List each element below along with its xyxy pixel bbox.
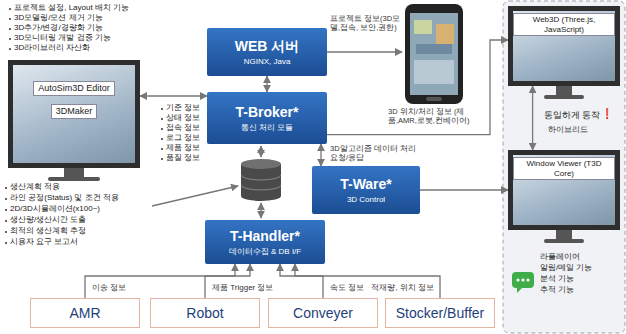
connector-label: 제품 Trigger 정보	[210, 283, 276, 293]
bullet-dot	[5, 231, 7, 233]
bullet-dot	[5, 187, 7, 189]
bullet-item: 최적의 생산계획 추정	[10, 226, 86, 236]
device-box: Robot	[150, 298, 260, 328]
device-box: AMR	[30, 298, 140, 328]
bullet-item: 시용자 요구 보고서	[10, 237, 78, 247]
note-text: 추적 기능	[540, 285, 574, 295]
note-text: 분석 기능	[540, 274, 574, 284]
connector-label: 3D알고리즘 데이터 처리 요청/응답	[328, 144, 424, 162]
node-subtitle: 3DMaker	[51, 104, 98, 119]
bullet-dot	[161, 148, 163, 150]
node-subtitle: 데이터수집 & DB I/F	[229, 247, 301, 257]
bullet-dot	[9, 28, 11, 30]
client-region	[503, 1, 625, 333]
editor-monitor: AutoSim3D Editor 3DMaker	[8, 60, 140, 168]
viewer-monitor: Window Viewer (T3D Core)	[508, 150, 620, 230]
bullet-dot	[161, 128, 163, 130]
note-text: 하이브리드	[548, 125, 588, 134]
bullet-dot	[5, 198, 7, 200]
node-subtitle: 통신 처리 모듈	[241, 123, 293, 133]
web3d-monitor-stand	[544, 86, 584, 99]
bullet-item: 라인 공정(Status) 및 조건 적용	[10, 193, 119, 203]
viewer-monitor-stand	[544, 230, 584, 243]
bullet-dot	[161, 158, 163, 160]
node-subtitle: 3D Control	[347, 195, 385, 205]
connector-label: 적재량, 위치 정보	[369, 283, 436, 293]
node-title: Web3D (Three.js, JavaScript)	[513, 13, 615, 36]
node-title: Stocker/Buffer	[396, 305, 484, 321]
device-box: Stocker/Buffer	[385, 298, 495, 328]
note-text: 라플레이어	[540, 252, 580, 262]
note-text: 3D 위치/처리 정보 (제품,AMR,로봇,컨베이어)	[388, 107, 486, 125]
note-text: 프로젝트 정보(3D모델,접속, 보안,권한)	[330, 14, 402, 32]
node-title: Robot	[186, 305, 223, 321]
node-title: WEB 서버	[235, 38, 300, 55]
database-cylinder	[241, 159, 281, 201]
connector	[280, 264, 323, 298]
bullet-dot	[5, 220, 7, 222]
bullet-dot	[161, 138, 163, 140]
node-subtitle: NGINX, Java	[244, 57, 291, 67]
connector	[140, 95, 207, 96]
bullet-item: 3D라이브러리 자산화	[14, 43, 90, 53]
module-box: T-Ware* 3D Control	[312, 166, 420, 214]
bullet-item: 제품 정보	[166, 143, 200, 153]
bullet-dot	[161, 118, 163, 120]
connector	[532, 86, 533, 150]
bullet-item: 품질 정보	[166, 153, 200, 163]
bullet-item: 3D모니터링 개발 검증 기능	[14, 33, 111, 43]
bullet-item: 3D추가/변경/경량화 기능	[14, 23, 103, 33]
connector	[295, 264, 440, 298]
bullet-item: 생산계획 적용	[10, 182, 60, 192]
bullet-dot	[5, 209, 7, 211]
bullet-item: 상태 정보	[166, 113, 200, 123]
connector-label: 속도 정보	[328, 283, 366, 293]
connector-label: 이송 정보	[90, 283, 128, 293]
editor-monitor-stand	[48, 168, 100, 181]
chat-icon	[512, 272, 534, 293]
connector	[320, 144, 321, 166]
smartphone	[405, 4, 463, 104]
bullet-item: 접속 정보	[166, 123, 200, 133]
bullet-item: 프로젝트 설정, Layout 배치 기능	[14, 3, 129, 13]
node-title: T-Broker*	[235, 104, 298, 121]
bullet-dot	[9, 48, 11, 50]
note-text: 알림/메일 기능	[540, 263, 592, 273]
bullet-item: 생산량/생산시간 도출	[10, 215, 86, 225]
node-title: Conveyer	[293, 305, 353, 321]
bullet-item: 2D/3D시뮬레이션(x100~)	[10, 204, 100, 214]
note-text: 동일하게 동작	[544, 110, 600, 120]
connector	[205, 264, 250, 298]
bullet-dot	[9, 18, 11, 20]
bullet-item: 기준 정보	[166, 103, 200, 113]
connector	[85, 264, 235, 298]
bullet-dot	[161, 108, 163, 110]
web3d-monitor: Web3D (Three.js, JavaScript)	[508, 6, 620, 86]
bullet-dot	[5, 242, 7, 244]
node-title: T-Handler*	[230, 228, 300, 245]
device-box: Conveyer	[268, 298, 378, 328]
connector	[327, 40, 508, 135]
module-box: T-Handler* 데이터수집 & DB I/F	[205, 220, 325, 264]
bullet-item: 3D모델링/모션 제거 기능	[14, 13, 103, 23]
node-title: T-Ware*	[340, 176, 392, 193]
bullet-item: 로그 정보	[166, 133, 200, 143]
node-title: AMR	[69, 305, 100, 321]
module-box: T-Broker* 통신 처리 모듈	[207, 92, 327, 144]
server-box: WEB 서버 NGINX, Java	[207, 28, 327, 76]
note-text: ❗	[601, 108, 613, 120]
bullet-dot	[9, 8, 11, 10]
node-title: Window Viewer (T3D Core)	[513, 157, 615, 180]
bullet-dot	[9, 38, 11, 40]
node-title: AutoSim3D Editor	[33, 81, 115, 96]
connector	[266, 76, 267, 92]
connector	[420, 189, 508, 190]
